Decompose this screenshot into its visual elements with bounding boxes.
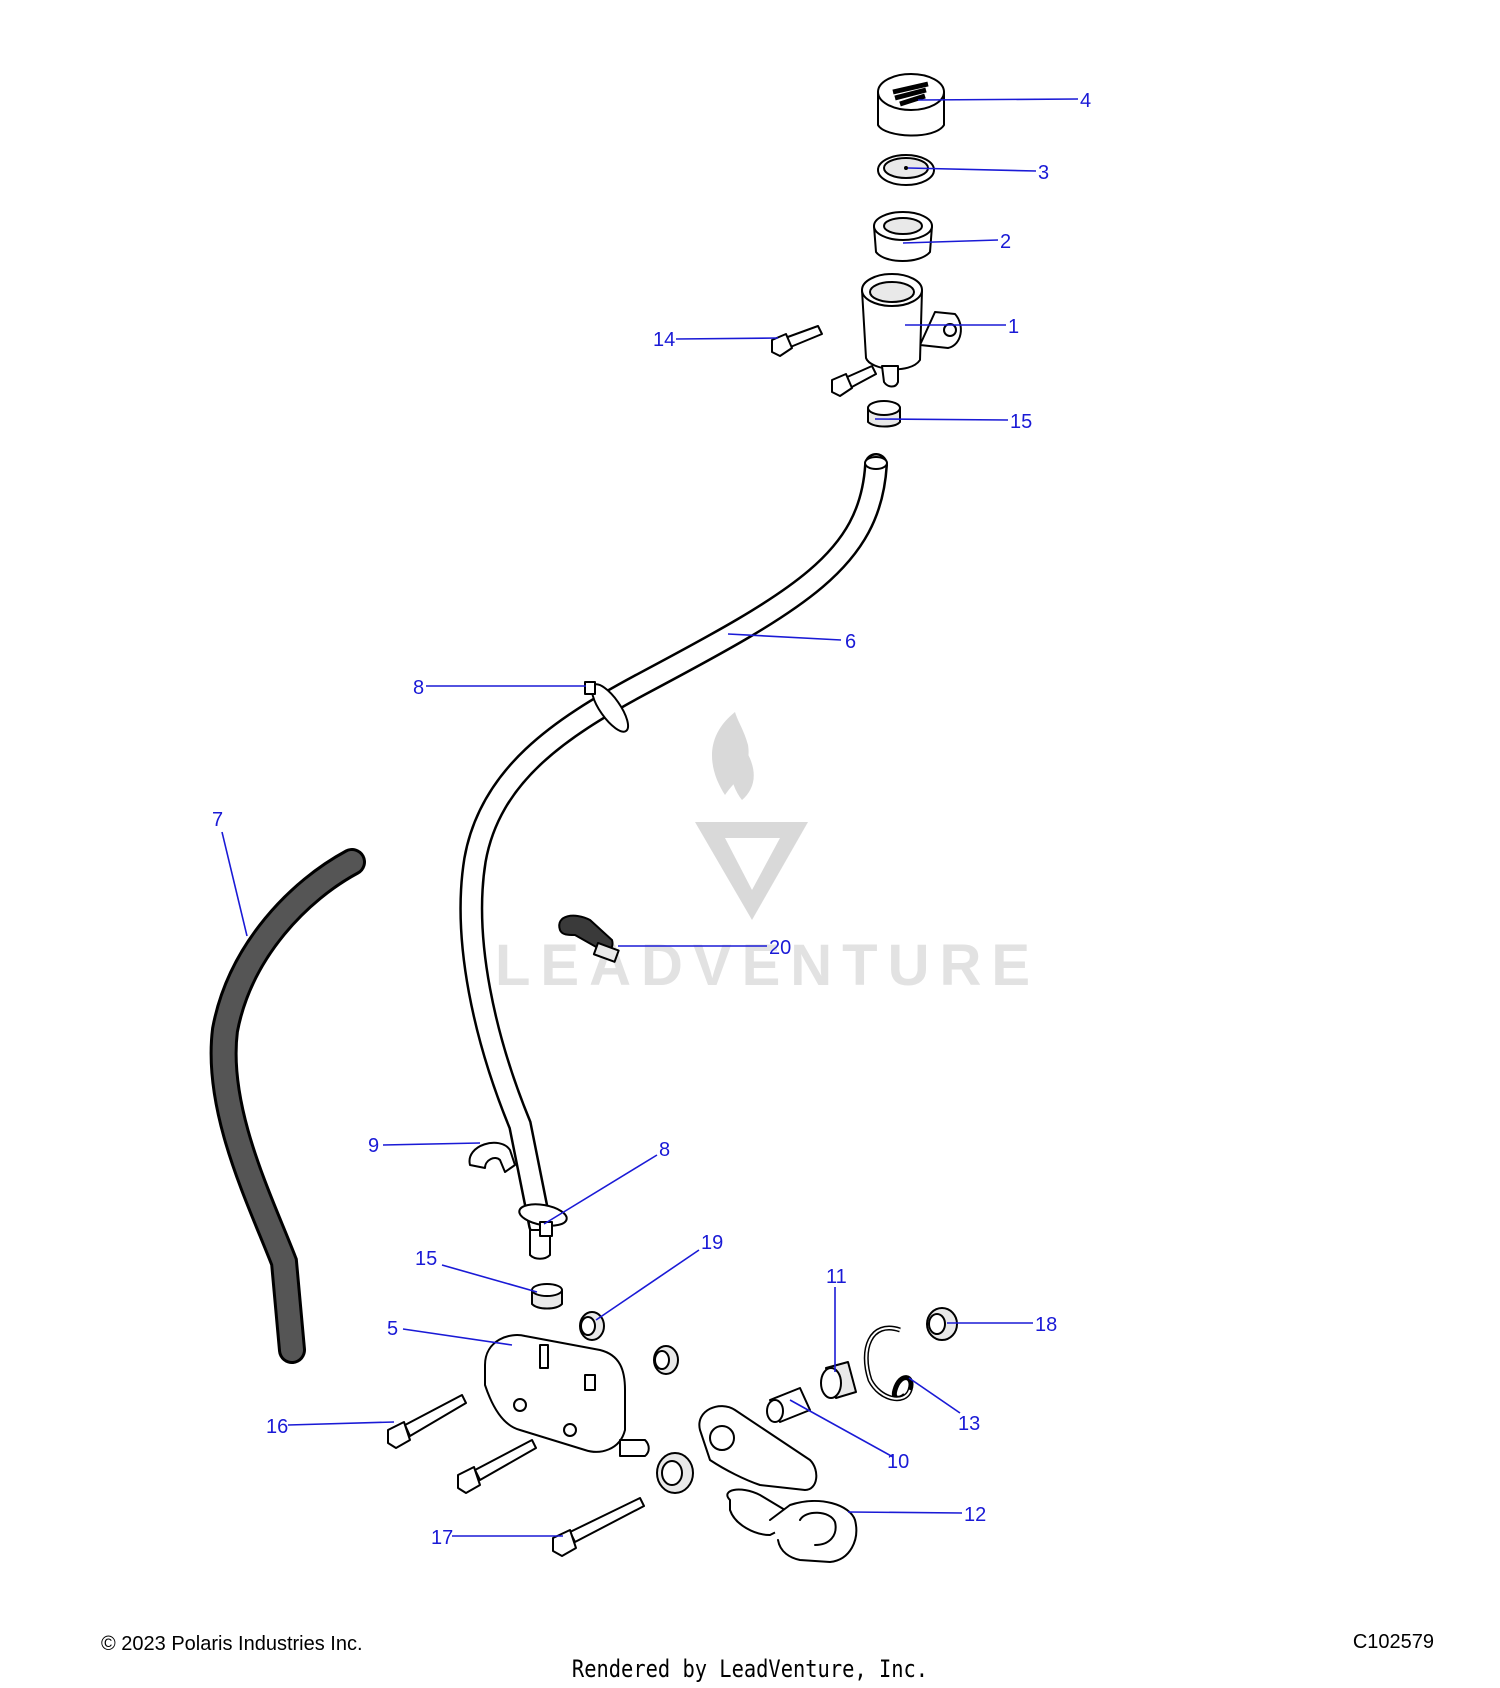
callout-4: 4 [1080,90,1091,112]
hose-clip-lower [518,1203,568,1237]
master-cylinder [484,1334,650,1457]
bolt-17 [552,1497,645,1557]
callout-2: 2 [1000,231,1011,253]
callout-8-lower: 8 [659,1139,670,1161]
hose-clamp-lower [531,1283,563,1310]
reservoir-cap [877,73,945,137]
callout-16: 16 [266,1416,288,1438]
bushing-18 [926,1307,958,1341]
callout-10: 10 [887,1451,909,1473]
callout-9: 9 [368,1135,379,1157]
leadventure-watermark: LEADVENTURE [495,712,1040,998]
callout-19: 19 [701,1232,723,1254]
diaphragm-plate [873,211,933,262]
copyright-text: © 2023 Polaris Industries Inc. [101,1633,363,1655]
rendered-by-text: Rendered by LeadVenture, Inc. [571,1655,929,1683]
hose-clip-upper [584,681,630,733]
leader-lines [221,98,1079,1537]
callout-13: 13 [958,1413,980,1435]
callout-14: 14 [653,329,675,351]
callout-6: 6 [845,631,856,653]
callout-15-lower: 15 [415,1248,437,1270]
brake-pedal [698,1405,858,1563]
reservoir-screw-upper [771,325,823,357]
callout-20: 20 [769,937,791,959]
bolt-middle [457,1439,537,1494]
callout-18: 18 [1035,1314,1057,1336]
callout-3: 3 [1038,162,1049,184]
callout-8-upper: 8 [413,677,424,699]
callout-15-upper: 15 [1010,411,1032,433]
brake-hose [459,453,888,1260]
diaphragm [877,154,935,186]
pivot-pin [766,1387,811,1423]
watermark-text: LEADVENTURE [495,933,1040,998]
diagram-code: C102579 [1352,1631,1434,1653]
bolt-16 [387,1394,467,1449]
callout-17: 17 [431,1527,453,1549]
return-spring [863,1325,914,1402]
hose-clamp-mid [468,1141,516,1173]
callout-labels: 4 3 2 1 14 15 6 8 7 20 9 8 19 15 11 18 5… [212,90,1091,1549]
breather-hose [209,848,366,1364]
routing-clip [558,914,620,963]
hose-clamp-upper [867,400,901,428]
callout-7: 7 [212,809,223,831]
reservoir-screw-lower [831,365,877,397]
callout-12: 12 [964,1504,986,1526]
washer [656,1452,694,1494]
callout-1: 1 [1008,316,1019,338]
bushing-small [653,1345,679,1375]
brake-fluid-reservoir [861,273,962,388]
bushing-11 [820,1361,857,1399]
callout-5: 5 [387,1318,398,1340]
callout-11: 11 [826,1266,847,1288]
